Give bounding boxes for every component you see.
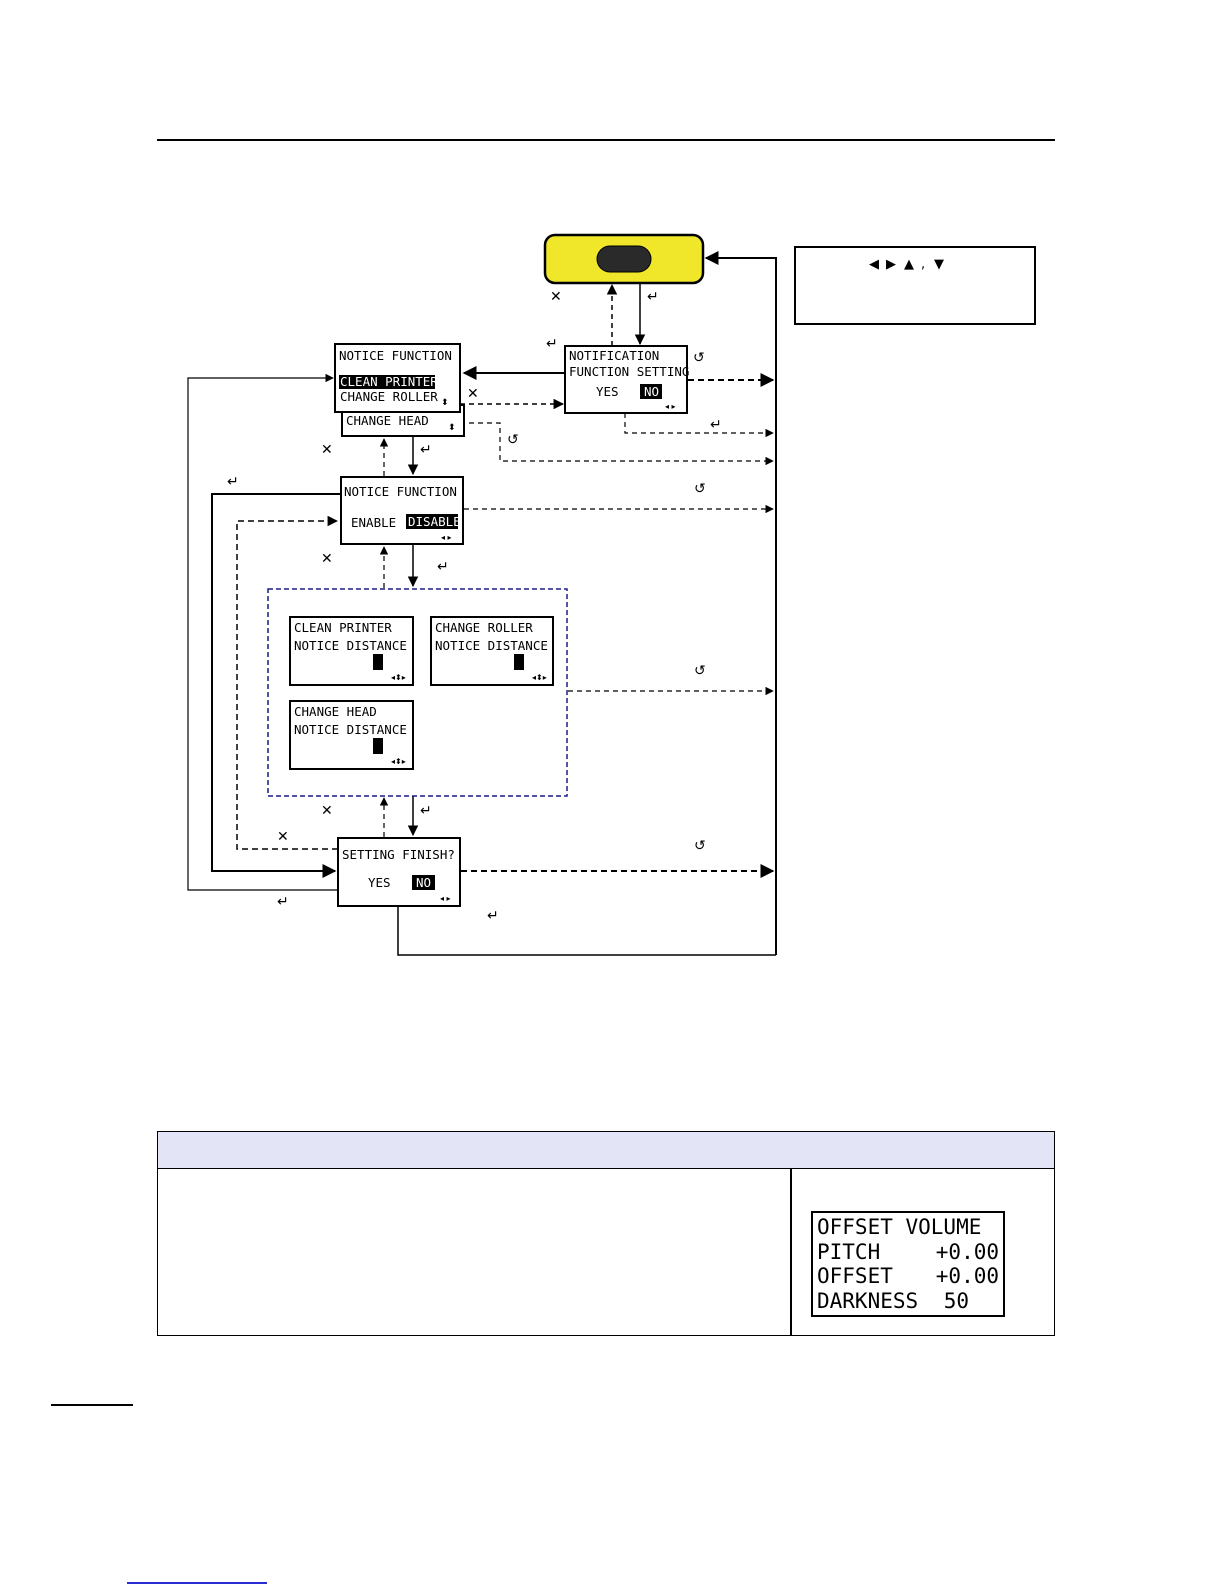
enter-key-icon: ↵	[227, 474, 239, 490]
distance-settings-group	[267, 588, 568, 797]
enter-key-icon: ↵	[487, 908, 499, 924]
lcd-value-darkness: 50	[943, 1288, 969, 1313]
key-symbols: ✕ ↵ ↵ ↺ ✕ ↵ ↺ ✕ ↵ ↵ ↺ ✕ ↵ ↺ ✕ ↵ ✕ ↺ ↵ ↵	[227, 289, 722, 924]
notification-title-line2: FUNCTION SETTING	[569, 364, 689, 379]
option-yes[interactable]: YES	[368, 875, 391, 890]
notification-title-line1: NOTIFICATION	[569, 348, 659, 363]
screen-line1: CHANGE ROLLER	[435, 620, 533, 635]
option-enable[interactable]: ENABLE	[351, 515, 396, 530]
column-divider	[790, 1169, 792, 1336]
enter-key-icon: ↵	[546, 336, 558, 352]
notice-function-flowchart: ◀ ▶ ▲ , ▼	[187, 233, 1036, 956]
flow-connectors	[187, 251, 777, 956]
notice-menu-title: NOTICE FUNCTION	[339, 348, 452, 363]
notification-setting-screen: NOTIFICATION FUNCTION SETTING YES NO ◂ ▸	[564, 345, 689, 414]
screen-line1: CLEAN PRINTER	[294, 620, 392, 635]
left-arrow-icon: ◀	[869, 257, 879, 272]
return-key-icon: ↺	[694, 838, 706, 854]
enter-key-icon: ↵	[647, 289, 659, 305]
notice-menu-screen: NOTICE FUNCTION CLEAN PRINTER CHANGE ROL…	[334, 343, 465, 437]
notice-function-screen: NOTICE FUNCTION ENABLE DISABLE ◂ ▸	[340, 476, 464, 545]
header-rule	[157, 139, 1055, 141]
return-key-icon: ↺	[694, 663, 706, 679]
footer-rule	[51, 1404, 133, 1406]
return-key-icon: ↺	[694, 481, 706, 497]
value-cursor	[373, 738, 383, 754]
offset-volume-display: OFFSET VOLUME PITCH +0.00 OFFSET +0.00 D…	[811, 1211, 1005, 1317]
option-yes[interactable]: YES	[596, 384, 619, 399]
scroll-arrows-icon: ⬍	[441, 398, 449, 408]
lcd-value-pitch: +0.00	[935, 1239, 999, 1264]
option-disable-selected[interactable]: DISABLE	[408, 514, 461, 529]
lcd-label-offset: OFFSET	[817, 1264, 893, 1288]
option-no-selected[interactable]: NO	[416, 875, 431, 890]
four-way-arrows-icon: ◂⬍▸	[532, 673, 547, 682]
value-cursor	[373, 654, 383, 670]
menu-item-change-roller[interactable]: CHANGE ROLLER	[340, 389, 438, 404]
return-key-icon: ↺	[507, 432, 519, 448]
four-way-arrows-icon: ◂⬍▸	[391, 673, 406, 682]
cancel-key-icon: ✕	[550, 289, 562, 305]
cancel-key-icon: ✕	[321, 442, 333, 458]
enter-key-icon: ↵	[437, 559, 449, 575]
lcd-value-offset: +0.00	[935, 1264, 999, 1288]
lcd-row: OFFSET +0.00	[817, 1264, 999, 1289]
return-key-icon: ↺	[693, 350, 705, 366]
down-arrow-icon: ▼	[934, 257, 944, 272]
lcd-title: OFFSET VOLUME	[817, 1215, 982, 1239]
up-arrow-icon: ▲	[904, 257, 914, 272]
setting-finish-title: SETTING FINISH?	[342, 847, 455, 862]
enter-key-icon: ↵	[420, 803, 432, 819]
menu-item-clean-printer[interactable]: CLEAN PRINTER	[340, 374, 438, 389]
left-right-arrows-icon: ◂ ▸	[665, 402, 676, 411]
screen-line1: CHANGE HEAD	[294, 704, 377, 719]
right-arrow-icon: ▶	[886, 257, 896, 272]
option-no-selected[interactable]: NO	[644, 384, 659, 399]
menu-item-change-head[interactable]: CHANGE HEAD	[346, 413, 429, 428]
four-way-arrows-icon: ◂⬍▸	[391, 757, 406, 766]
setting-finish-screen: SETTING FINISH? YES NO ◂ ▸	[337, 837, 461, 907]
mode-button[interactable]	[543, 233, 705, 285]
lcd-label-darkness: DARKNESS	[817, 1288, 919, 1313]
lcd-row: DARKNESS 50	[817, 1289, 999, 1314]
notice-function-title: NOTICE FUNCTION	[344, 484, 457, 499]
value-cursor	[514, 654, 524, 670]
lcd-row: PITCH +0.00	[817, 1240, 999, 1265]
left-right-arrows-icon: ◂ ▸	[441, 533, 452, 542]
screen-line2: NOTICE DISTANCE	[294, 722, 407, 737]
clean-printer-distance-screen: CLEAN PRINTER NOTICE DISTANCE ◂⬍▸	[289, 616, 414, 686]
key-legend-box: ◀ ▶ ▲ , ▼	[794, 246, 1036, 325]
screen-line2: NOTICE DISTANCE	[435, 638, 548, 653]
left-right-arrows-icon: ◂ ▸	[440, 894, 451, 903]
lcd-label-pitch: PITCH	[817, 1239, 881, 1264]
change-head-distance-screen: CHANGE HEAD NOTICE DISTANCE ◂⬍▸	[289, 700, 414, 770]
scroll-arrows-icon: ⬍	[448, 423, 456, 433]
lcd-row: OFFSET VOLUME	[817, 1215, 999, 1240]
cancel-key-icon: ✕	[321, 551, 333, 567]
enter-key-icon: ↵	[277, 894, 289, 910]
cancel-key-icon: ✕	[467, 386, 479, 402]
footer-link-underline[interactable]	[127, 1582, 267, 1584]
cancel-key-icon: ✕	[321, 803, 333, 819]
offset-volume-table: OFFSET VOLUME PITCH +0.00 OFFSET +0.00 D…	[157, 1131, 1055, 1336]
enter-key-icon: ↵	[420, 442, 432, 458]
table-header	[158, 1132, 1054, 1169]
change-roller-distance-screen: CHANGE ROLLER NOTICE DISTANCE ◂⬍▸	[430, 616, 554, 686]
cancel-key-icon: ✕	[277, 829, 289, 845]
enter-key-icon: ↵	[710, 417, 722, 433]
screen-line2: NOTICE DISTANCE	[294, 638, 407, 653]
legend-comma: ,	[921, 257, 925, 272]
